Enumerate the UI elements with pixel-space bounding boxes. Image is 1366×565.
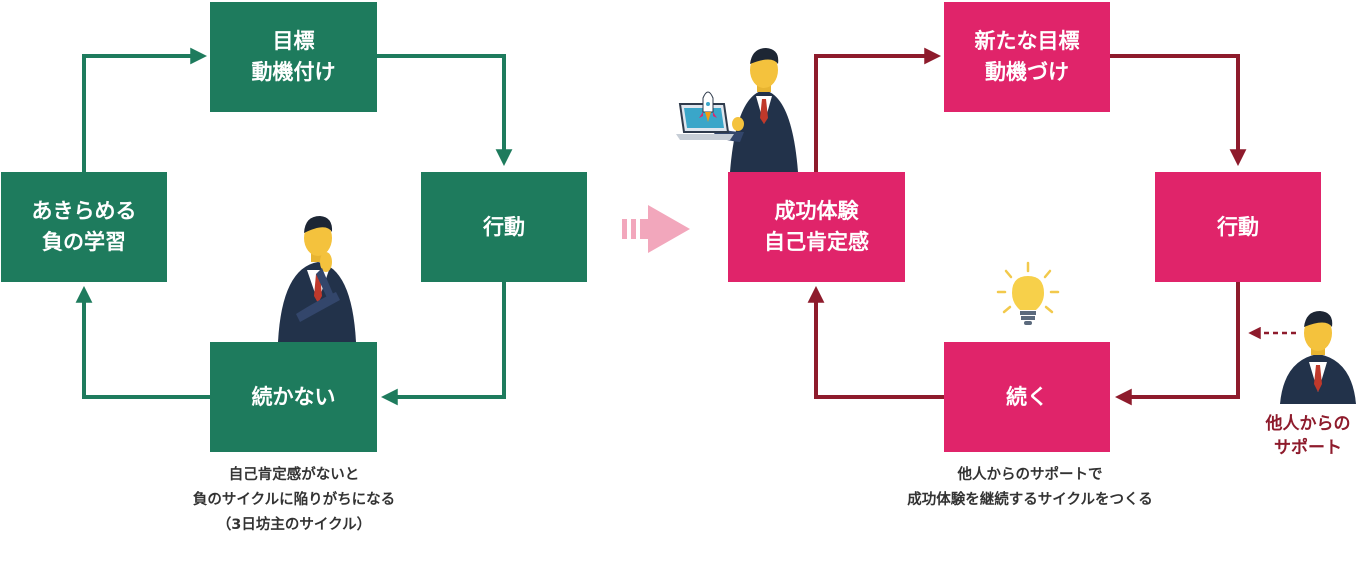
node-action: 行動 [421,172,587,282]
support-label: 他人からの サポート [1250,412,1366,460]
node-line: 動機づけ [985,60,1069,84]
arrow-action-to-fail [380,282,506,406]
node-line: 成功体験 [774,199,859,223]
node-give-up: あきらめる 負の学習 [1,172,167,282]
node-line: 行動 [483,214,525,239]
node-line: 続く [1006,384,1048,409]
node-line: あきらめる [31,199,137,223]
left-caption: 自己肯定感がないと 負のサイクルに陥りがちになる （3日坊主のサイクル） [140,463,448,538]
node-line: 続かない [251,384,336,409]
node-goal-motivation: 目標 動機付け [210,2,377,112]
caption-line: （3日坊主のサイクル） [216,517,372,533]
caption-line: 負のサイクルに陥りがちになる [192,492,396,508]
businessman-laptop-rocket-icon [676,48,798,172]
node-line: 自己肯定感 [764,230,869,254]
thinking-businessman-icon [278,216,356,342]
arrow-continue-to-success [807,285,944,399]
node-line: 動機付け [251,60,336,84]
right-caption: 他人からのサポートで 成功体験を継続するサイクルをつくる [860,463,1200,513]
node-line: 目標 [272,29,315,53]
arrow-giveup-to-goal [82,47,208,172]
caption-line: 自己肯定感がないと [228,467,360,483]
arrow-goal-to-action [376,54,513,167]
node-line: 新たな目標 [974,29,1080,53]
caption-line: 他人からのサポートで [957,467,1103,483]
node-action-right: 行動 [1155,172,1321,282]
supporter-businessman-icon [1280,311,1356,404]
node-not-continuing: 続かない [210,342,377,452]
lightbulb-icon [996,261,1060,325]
support-label-line: サポート [1274,438,1342,458]
transition-arrow [622,205,690,253]
node-line: 負の学習 [42,230,126,254]
arrow-action-to-continue [1114,282,1240,406]
arrow-goal-to-action-right [1110,54,1247,167]
support-label-line: 他人からの [1265,414,1351,434]
node-line: 行動 [1217,214,1259,239]
arrow-fail-to-giveup [75,285,210,399]
caption-line: 成功体験を継続するサイクルをつくる [907,492,1153,508]
arrow-success-to-goal [814,47,942,172]
node-new-goal-motivation: 新たな目標 動機づけ [944,2,1110,112]
node-success-self-esteem: 成功体験 自己肯定感 [728,172,905,282]
node-continue: 続く [944,342,1110,452]
